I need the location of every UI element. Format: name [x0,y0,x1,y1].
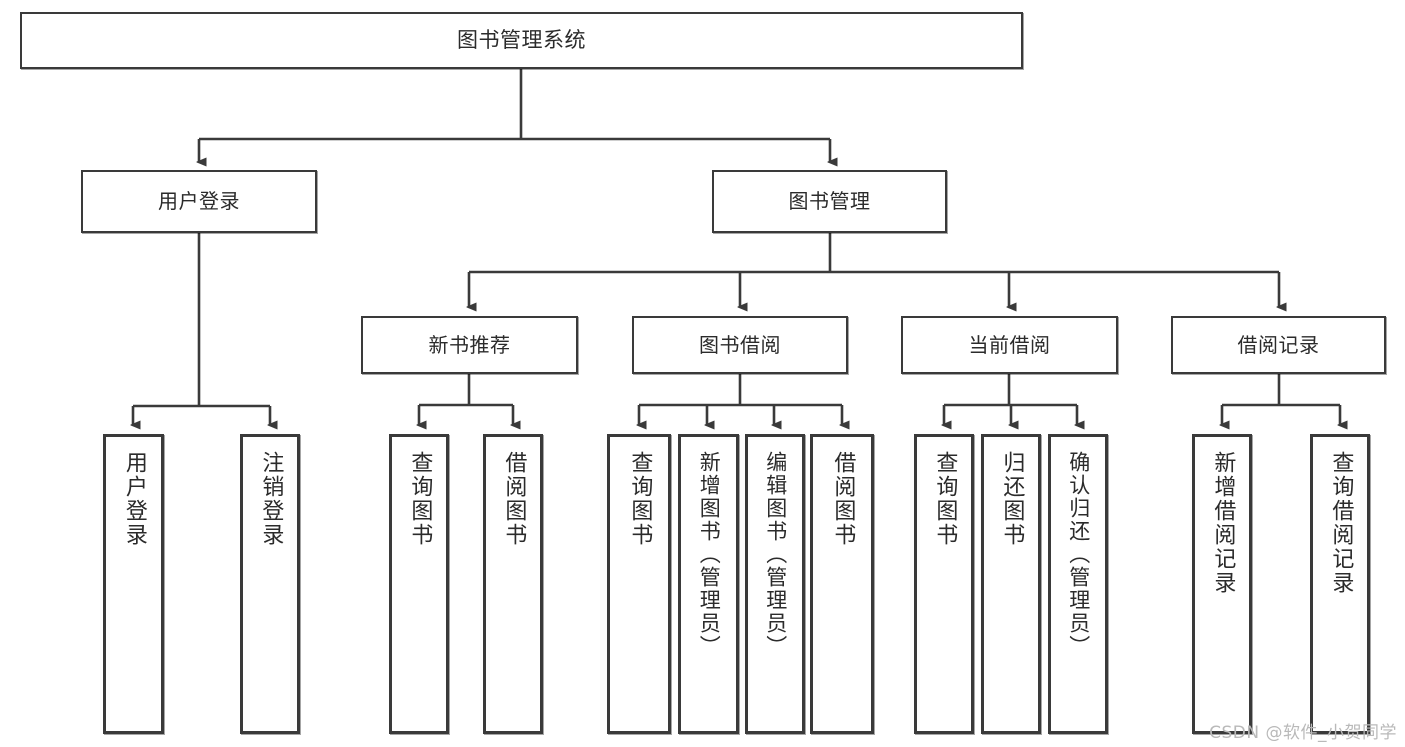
node-label: 注销登录 [258,451,284,547]
node-label: 图书借阅 [699,332,781,357]
node-label: 确认归还（管理员） [1066,451,1091,658]
node-label: 查询图书 [627,451,653,547]
node-new-book-recommend[interactable]: 新书推荐 [361,316,578,374]
leaf-confirm-return-admin[interactable]: 确认归还（管理员） [1048,434,1108,734]
node-label: 用户登录 [121,451,147,547]
node-root-system[interactable]: 图书管理系统 [20,12,1023,69]
node-label: 查询图书 [932,451,958,547]
node-label: 新增借阅记录 [1210,451,1236,595]
node-label: 图书管理系统 [457,27,586,52]
node-label: 新书推荐 [428,332,511,357]
leaf-query-borrow-record[interactable]: 查询借阅记录 [1310,434,1370,734]
leaf-logout[interactable]: 注销登录 [240,434,300,734]
node-book-borrow[interactable]: 图书借阅 [632,316,848,374]
leaf-query-book-borrow[interactable]: 查询图书 [607,434,671,734]
leaf-return-book[interactable]: 归还图书 [981,434,1041,734]
node-label: 用户登录 [158,189,240,214]
node-label: 图书管理 [788,189,871,214]
leaf-add-borrow-record[interactable]: 新增借阅记录 [1192,434,1252,734]
node-label: 当前借阅 [968,332,1051,357]
node-label: 归还图书 [999,451,1025,547]
node-current-borrow[interactable]: 当前借阅 [901,316,1118,374]
node-label: 查询借阅记录 [1328,451,1354,595]
node-label: 借阅图书 [501,451,527,547]
node-label: 查询图书 [407,451,433,547]
leaf-borrow-book[interactable]: 借阅图书 [810,434,874,734]
node-label: 新增图书（管理员） [697,451,722,658]
watermark: CSDN @软件_小贺同学 [1209,723,1397,743]
leaf-borrow-book-recommend[interactable]: 借阅图书 [483,434,543,734]
leaf-query-book-current[interactable]: 查询图书 [914,434,974,734]
node-user-login[interactable]: 用户登录 [81,170,317,233]
node-book-management[interactable]: 图书管理 [712,170,947,233]
node-label: 借阅记录 [1237,332,1320,357]
leaf-edit-book-admin[interactable]: 编辑图书（管理员） [745,434,805,734]
leaf-query-book-recommend[interactable]: 查询图书 [389,434,449,734]
node-label: 借阅图书 [830,451,856,547]
node-borrow-record[interactable]: 借阅记录 [1171,316,1386,374]
leaf-add-book-admin[interactable]: 新增图书（管理员） [678,434,739,734]
leaf-user-login[interactable]: 用户登录 [103,434,164,734]
node-label: 编辑图书（管理员） [763,451,788,658]
